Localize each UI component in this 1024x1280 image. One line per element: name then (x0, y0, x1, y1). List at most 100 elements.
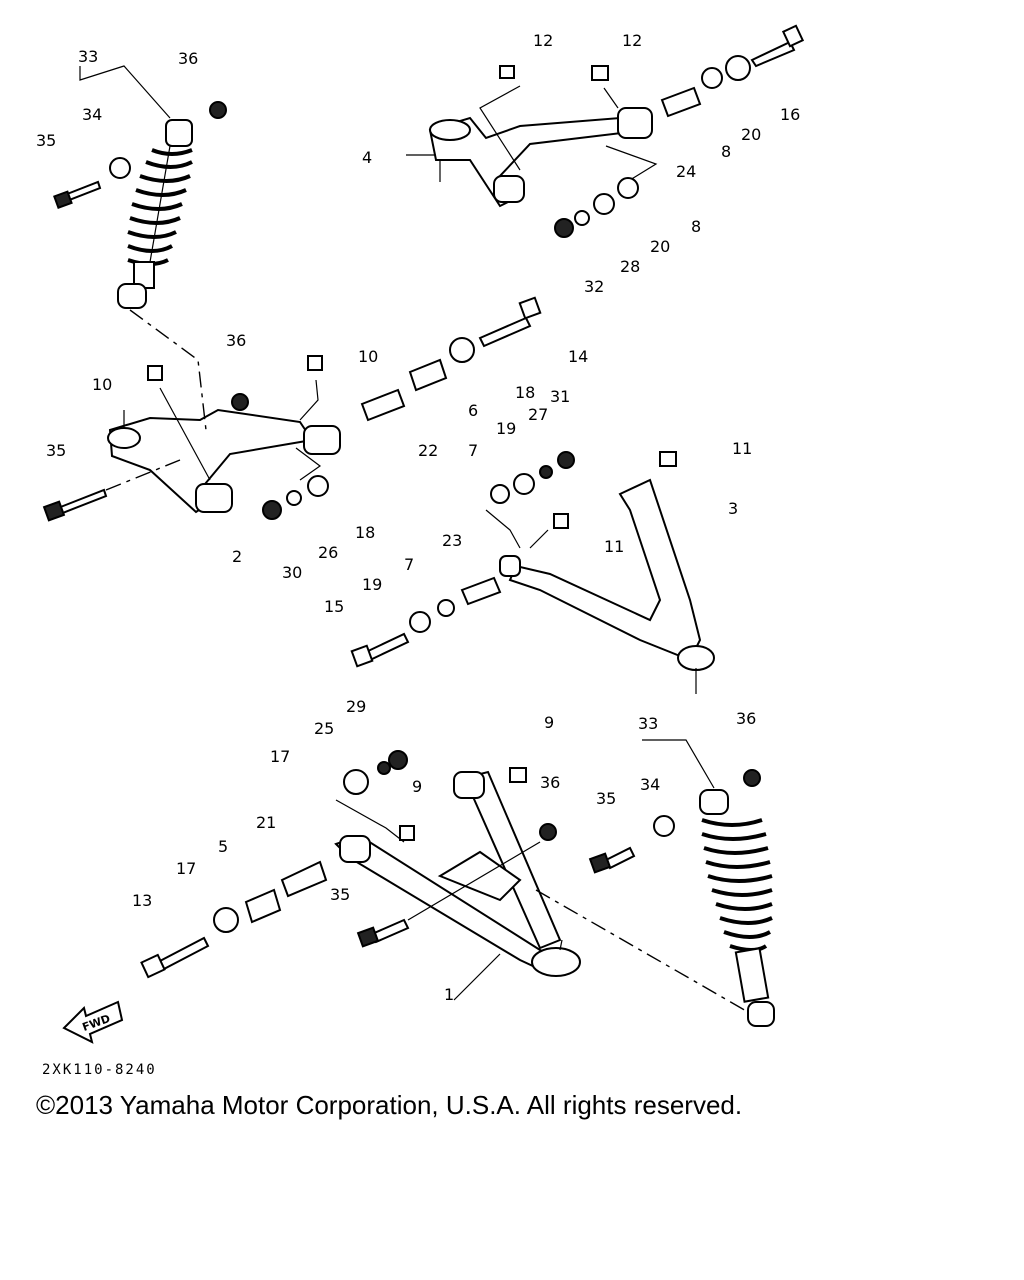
callout-9: 9 (412, 777, 422, 796)
callout-26: 26 (318, 543, 338, 562)
callout-1: 1 (444, 985, 454, 1004)
callout-35: 35 (36, 131, 56, 150)
grease-nipple-10-right (299, 355, 323, 421)
callout-18: 18 (355, 523, 375, 542)
upper-left-shock-absorber (117, 119, 193, 309)
callout-18: 18 (515, 383, 535, 402)
copyright-notice: ©2013 Yamaha Motor Corporation, U.S.A. A… (36, 1090, 743, 1120)
callout-20: 20 (741, 125, 761, 144)
leader-33-lower (642, 739, 715, 789)
callout-16: 16 (780, 105, 800, 124)
grease-nipple-12-left (479, 65, 521, 171)
callout-10: 10 (358, 347, 378, 366)
bolt-35-mid (42, 459, 181, 522)
callout-17: 17 (270, 747, 290, 766)
callout-19: 19 (362, 575, 382, 594)
callout-35: 35 (596, 789, 616, 808)
shock-bolt-35-upper (53, 180, 102, 209)
lower-arm-1 (334, 770, 581, 977)
callout-9: 9 (544, 713, 554, 732)
callout-30: 30 (282, 563, 302, 582)
callout-33: 33 (78, 47, 98, 66)
grease-nipple-11-bottom (529, 513, 569, 549)
collar-23 (460, 576, 502, 606)
bolt-13 (140, 936, 210, 979)
nut-30 (262, 500, 282, 520)
leader-7-group (485, 509, 521, 549)
washer-17-bottom (213, 907, 239, 933)
callout-29: 29 (346, 697, 366, 716)
nut-36-upper (209, 101, 227, 119)
washer-18-bottom (307, 475, 329, 497)
nut-36-bottom-left (539, 823, 557, 841)
callout-24: 24 (676, 162, 696, 181)
exploded-parts-diagram: FWD 333634351212416820248202832361010141… (36, 24, 805, 1044)
grease-nipple-10-left (147, 365, 211, 481)
bush-8-bottom (617, 177, 639, 199)
bush-5 (244, 888, 282, 924)
washer-19-top (513, 473, 535, 495)
callout-34: 34 (640, 775, 660, 794)
callout-13: 13 (132, 891, 152, 910)
upper-arm-4 (428, 107, 653, 208)
washer-27 (539, 465, 553, 479)
callout-36: 36 (736, 709, 756, 728)
bush-7-bottom (437, 599, 455, 617)
bush-7-top (490, 484, 510, 504)
callout-2: 2 (232, 547, 242, 566)
forward-arrow-icon: FWD (62, 1000, 124, 1044)
callout-15: 15 (324, 597, 344, 616)
nut-29 (388, 750, 408, 770)
callout-20: 20 (650, 237, 670, 256)
callout-27: 27 (528, 405, 548, 424)
callout-31: 31 (550, 387, 570, 406)
leader-22-group (295, 447, 322, 481)
callout-25: 25 (314, 719, 334, 738)
nut-36-lower (743, 769, 761, 787)
bolt-35-bottom-left (356, 841, 541, 948)
callout-36: 36 (226, 331, 246, 350)
callout-6: 6 (468, 401, 478, 420)
drawing-code: 2XK110-8240 (42, 1062, 157, 1078)
lower-arm-2 (107, 408, 341, 514)
nut-36-mid (231, 393, 249, 411)
grease-nipple-11-top (659, 451, 677, 467)
washer-25 (377, 761, 391, 775)
callout-19: 19 (496, 419, 516, 438)
bolt-16 (750, 24, 805, 68)
lower-arm-3 (499, 478, 715, 694)
callout-12: 12 (622, 31, 642, 50)
bolt-15 (350, 632, 410, 668)
leader-33-upper (79, 65, 171, 119)
callout-36: 36 (540, 773, 560, 792)
washer-28 (574, 210, 590, 226)
callout-8: 8 (691, 217, 701, 236)
callout-33: 33 (638, 714, 658, 733)
collar-22 (360, 388, 406, 422)
callout-7: 7 (468, 441, 478, 460)
bush-6 (408, 358, 448, 392)
shock-mount-line-lower (535, 889, 749, 1013)
washer-26 (286, 490, 302, 506)
callout-14: 14 (568, 347, 588, 366)
callout-5: 5 (218, 837, 228, 856)
washer-19-bottom (409, 611, 431, 633)
washer-18-top (449, 337, 475, 363)
callout-7: 7 (404, 555, 414, 574)
washer-20-bottom (593, 193, 615, 215)
callout-11: 11 (732, 439, 752, 458)
bolt-35-lower (588, 846, 636, 874)
callout-11: 11 (604, 537, 624, 556)
callout-36: 36 (178, 49, 198, 68)
collar-34-lower (653, 815, 675, 837)
callout-23: 23 (442, 531, 462, 550)
callout-35: 35 (330, 885, 350, 904)
callout-8: 8 (721, 142, 731, 161)
callout-35: 35 (46, 441, 66, 460)
callout-34: 34 (82, 105, 102, 124)
callout-12: 12 (533, 31, 553, 50)
callout-3: 3 (728, 499, 738, 518)
grease-nipple-9-bottom (335, 799, 415, 843)
callout-17: 17 (176, 859, 196, 878)
